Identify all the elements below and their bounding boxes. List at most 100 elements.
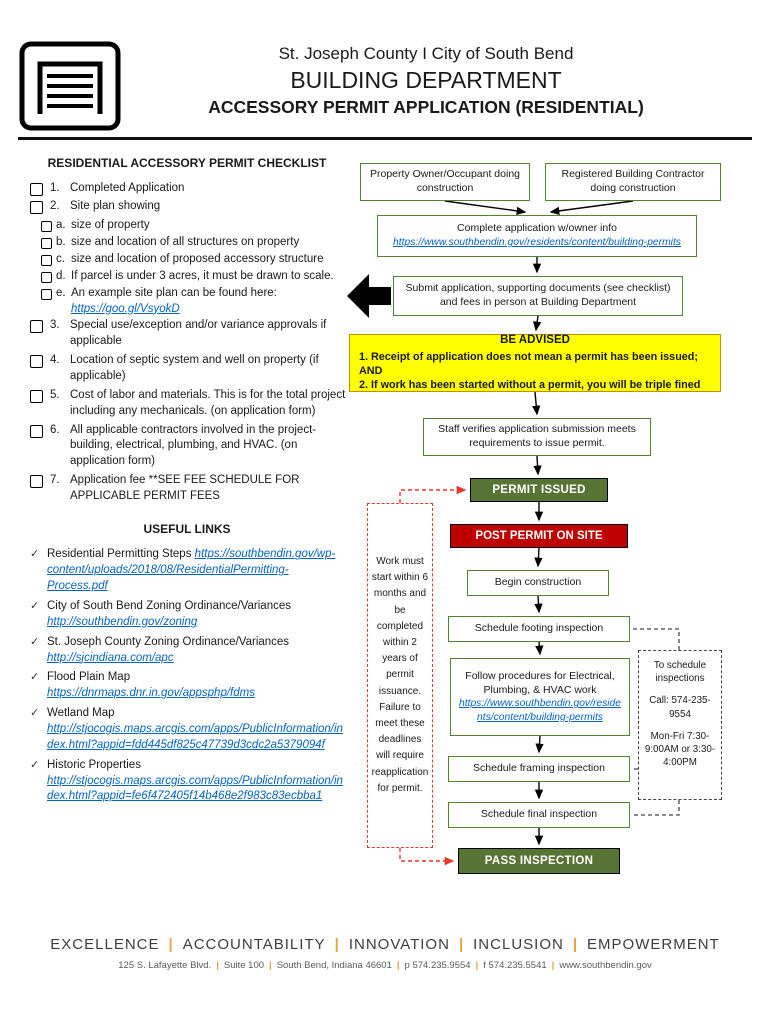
flow-owner-box: Property Owner/Occupant doing constructi… (360, 163, 530, 201)
checkbox[interactable] (30, 320, 43, 334)
wetland-map-link[interactable]: http://stjocogis.maps.arcgis.com/apps/Pu… (47, 723, 343, 751)
separator: | (475, 960, 479, 971)
building-permits-link-2[interactable]: https://www.southbendin.gov/residents/co… (459, 698, 621, 723)
item-number: 7. (50, 474, 60, 487)
subitem-letter: e. (56, 286, 66, 299)
checklist-item-3: 3. Special use/exception and/or variance… (28, 318, 346, 350)
footer: EXCELLENCE | ACCOUNTABILITY | INNOVATION | INC… (0, 936, 770, 971)
subitem-text: If parcel is under 3 acres, it must be d… (71, 269, 334, 282)
final-inspection-text: Schedule final inspection (480, 808, 598, 821)
building-permits-link[interactable]: https://www.southbendin.gov/residents/co… (393, 237, 681, 249)
separator: | (572, 936, 579, 953)
website-text: www.southbendin.gov (559, 960, 652, 971)
link-body: Historic Properties http://stjocogis.map… (47, 758, 346, 806)
item-text: Completed Application (70, 181, 185, 194)
item-number: 3. (50, 319, 60, 332)
be-advised-line-1: 1. Receipt of application does not mean … (359, 351, 698, 378)
separator: | (269, 960, 272, 971)
subitem-letter: d. (56, 269, 66, 282)
post-permit-text: POST PERMIT ON SITE (475, 529, 603, 542)
framing-inspection-box: Schedule framing inspection (448, 756, 630, 782)
item-number: 2. (50, 200, 60, 213)
final-inspection-box: Schedule final inspection (448, 802, 630, 828)
address-part: Suite 100 (223, 960, 265, 971)
header-divider (18, 137, 752, 140)
item-text: Cost of labor and materials. This is for… (70, 388, 346, 417)
link-label: City of South Bend Zoning Ordinance/Vari… (47, 600, 291, 612)
checklist-title: RESIDENTIAL ACCESSORY PERMIT CHECKLIST (47, 156, 327, 170)
useful-link-flood-plain: ✓ Flood Plain Map https://dnrmaps.dnr.in… (28, 670, 346, 702)
header: St. Joseph County I City of South Bend B… (120, 44, 732, 118)
historic-properties-link[interactable]: http://stjocogis.maps.arcgis.com/apps/Pu… (47, 774, 343, 803)
schedule-note-line-2: Call: 574-235-9554 (649, 695, 711, 720)
useful-link-historic: ✓ Historic Properties http://stjocogis.m… (28, 758, 346, 806)
address-line: 125 S. Lafayette Blvd.|Suite 100|South B… (0, 960, 770, 971)
framing-inspection-text: Schedule framing inspection (473, 762, 605, 775)
submit-here-left-arrow-icon (347, 274, 391, 318)
item-number: 5. (50, 388, 60, 401)
checkbox[interactable] (30, 424, 43, 438)
flow-staff-verifies-text: Staff verifies application submission me… (438, 423, 636, 449)
checkmark-icon: ✓ (30, 707, 40, 720)
subitem-letter: c. (56, 252, 65, 265)
checkbox[interactable] (30, 201, 43, 215)
checkbox[interactable] (41, 288, 52, 300)
subitem-text: size of property (71, 219, 150, 232)
residential-permitting-steps-link[interactable]: https://southbendin.gov/wp-content/uploa… (47, 548, 336, 593)
checklist-subitem-a: a. size of property (41, 218, 346, 234)
flow-staff-verifies-box: Staff verifies application submission me… (423, 418, 651, 456)
item-number: 6. (50, 423, 60, 436)
subitem-text: An example site plan can be found here: … (71, 286, 346, 318)
separator: | (168, 936, 174, 953)
subitem-text: size and location of proposed accessory … (71, 252, 324, 265)
link-label: St. Joseph County Zoning Ordinance/Varia… (47, 635, 290, 648)
link-body: Flood Plain Map https://dnrmaps.dnr.in.g… (47, 670, 346, 702)
checklist-item-5: 5. Cost of labor and materials. This is … (28, 388, 346, 420)
checkbox[interactable] (41, 271, 52, 283)
checkbox[interactable] (41, 238, 52, 250)
separator: | (458, 936, 465, 953)
checkbox[interactable] (30, 355, 43, 369)
checklist-section: RESIDENTIAL ACCESSORY PERMIT CHECKLIST 1… (28, 155, 346, 809)
pass-inspection-text: PASS INSPECTION (484, 854, 594, 867)
subitem-text: size and location of all structures on p… (71, 236, 300, 249)
value-word: INCLUSION (473, 936, 564, 953)
item-number: 4. (50, 354, 60, 367)
checkbox[interactable] (41, 254, 52, 266)
flood-plain-map-link[interactable]: https://dnrmaps.dnr.in.gov/appsphp/fdms (47, 687, 255, 700)
useful-link-wetland: ✓ Wetland Map http://stjocogis.maps.arcg… (28, 706, 346, 754)
checkbox[interactable] (30, 389, 43, 403)
checkbox[interactable] (41, 221, 52, 233)
useful-link-residential-permitting: ✓ Residential Permitting Steps https://s… (28, 547, 346, 595)
site-plan-example-link[interactable]: https://goo.gl/VsyokD (71, 302, 180, 315)
post-permit-box: POST PERMIT ON SITE (450, 524, 628, 548)
item-number: 1. (50, 181, 60, 194)
address-part: p 574.235.9554 (404, 960, 471, 971)
department-title: BUILDING DEPARTMENT (290, 67, 562, 93)
flow-submit-application-text: Submit application, supporting documents… (405, 282, 671, 308)
item-text: Special use/exception and/or variance ap… (70, 319, 327, 348)
county-zoning-link[interactable]: http://sjcindiana.com/apc (47, 651, 174, 664)
address-part: South Bend, Indiana 46601 (276, 960, 392, 971)
flowchart: Property Owner/Occupant doing constructi… (345, 158, 755, 893)
value-word: EXCELLENCE (50, 936, 160, 953)
begin-construction-box: Begin construction (467, 570, 609, 596)
link-label: Wetland Map (47, 707, 115, 720)
permit-issued-box: PERMIT ISSUED (470, 478, 608, 502)
checkmark-icon: ✓ (30, 600, 40, 612)
value-word: EMPOWERMENT (587, 936, 720, 953)
subitem-text-label: An example site plan can be found here: (71, 286, 277, 299)
value-word: ACCOUNTABILITY (182, 936, 326, 953)
item-text: All applicable contractors involved in t… (70, 423, 317, 468)
checkbox[interactable] (30, 475, 43, 489)
link-label: Historic Properties (47, 758, 141, 771)
separator: | (396, 960, 400, 971)
deadline-note-text: Work must start within 6 months and be c… (371, 556, 429, 794)
city-zoning-link[interactable]: http://southbendin.gov/zoning (47, 615, 198, 628)
value-word: INNOVATION (348, 936, 450, 953)
checkbox[interactable] (30, 182, 43, 196)
garage-door-icon (19, 41, 121, 131)
checklist-item-1: 1. Completed Application (28, 181, 346, 197)
subitem-letter: a. (56, 219, 66, 232)
checklist-subitem-c: c. size and location of proposed accesso… (41, 252, 346, 268)
